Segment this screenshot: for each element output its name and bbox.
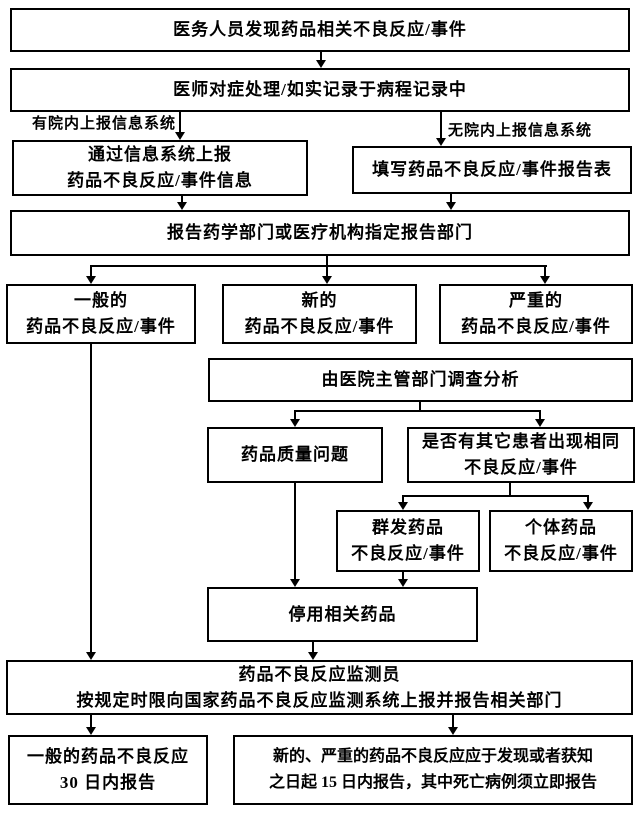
node-general-30day-report-text1: 一般的药品不良反应 <box>27 747 189 766</box>
node-other-patients-same-adr: 是否有其它患者出现相同 不良反应/事件 <box>407 427 635 483</box>
connector-quality-stopdrug <box>294 483 296 580</box>
node-drug-quality-issue: 药品质量问题 <box>207 427 383 483</box>
node-adr-monitor-report-text2: 按规定时限向国家药品不良反应监测系统上报并报告相关部门 <box>76 690 563 710</box>
arrowhead-split-otherpatients <box>535 419 545 427</box>
connector-otherpatients-split-bar <box>403 495 589 497</box>
connector-cluster-stopdrug <box>402 572 404 580</box>
arrowhead-monitor-serious-deadline <box>448 727 458 735</box>
node-other-patients-same-adr-text2: 不良反应/事件 <box>464 458 578 477</box>
arrowhead-fillform-dept <box>446 202 456 210</box>
connector-treat-infosystem <box>179 112 181 133</box>
node-new-serious-15day-report-text1: 新的、严重的药品不良反应应于发现或者获知 <box>272 748 593 765</box>
node-new-serious-15day-report-text2: 之日起 15 日内报告，其中死亡病例须立即报告 <box>268 774 597 791</box>
connector-split-otherpatients <box>539 410 541 420</box>
label-no-internal-system: 无院内上报信息系统 <box>448 123 593 139</box>
node-serious-adr-text2: 药品不良反应/事件 <box>461 317 611 336</box>
node-general-adr-text1: 一般的 <box>74 291 128 310</box>
node-general-adr: 一般的 药品不良反应/事件 <box>6 284 196 344</box>
node-individual-adr-text2: 不良反应/事件 <box>504 544 618 563</box>
arrowhead-monitor-general-deadline <box>86 727 96 735</box>
connector-monitor-serious-deadline <box>452 715 454 728</box>
arrowhead-split-new <box>322 276 332 284</box>
arrowhead-stopdrug-monitor <box>308 652 318 660</box>
node-new-adr-text2: 药品不良反应/事件 <box>244 317 395 336</box>
connector-dept-split-bar <box>91 265 547 267</box>
node-cluster-adr: 群发药品 不良反应/事件 <box>336 510 480 572</box>
node-general-30day-report: 一般的药品不良反应 30 日内报告 <box>8 735 208 805</box>
node-new-serious-15day-report: 新的、严重的药品不良反应应于发现或者获知 之日起 15 日内报告，其中死亡病例须… <box>233 735 633 805</box>
node-discover-adr: 医务人员发现药品相关不良反应/事件 <box>10 8 630 52</box>
connector-split-new <box>326 265 328 277</box>
label-has-internal-system: 有院内上报信息系统 <box>32 116 177 132</box>
connector-dept-split-stub <box>326 256 328 265</box>
node-other-patients-same-adr-text1: 是否有其它患者出现相同 <box>422 432 620 451</box>
node-new-adr: 新的 药品不良反应/事件 <box>222 284 417 344</box>
node-stop-related-drug-text: 停用相关药品 <box>288 604 397 624</box>
arrowhead-treat-infosystem <box>175 132 185 140</box>
connector-split-quality <box>294 410 296 420</box>
node-new-adr-text1: 新的 <box>301 291 338 310</box>
node-report-pharmacy-dept: 报告药学部门或医疗机构指定报告部门 <box>10 210 630 256</box>
connector-treat-fillform <box>440 112 442 139</box>
node-hospital-investigation-text: 由医院主管部门调查分析 <box>321 370 520 389</box>
node-discover-adr-text: 医务人员发现药品相关不良反应/事件 <box>173 20 467 39</box>
node-report-via-info-system-text2: 药品不良反应/事件信息 <box>67 171 253 190</box>
node-report-via-info-system-text1: 通过信息系统上报 <box>88 145 232 164</box>
node-symptomatic-treatment: 医师对症处理/如实记录于病程记录中 <box>10 68 630 112</box>
connector-general-monitor <box>90 344 92 653</box>
arrowhead-quality-stopdrug <box>290 579 300 587</box>
connector-split-individual <box>587 495 589 503</box>
arrowhead-split-general <box>86 276 96 284</box>
connector-monitor-general-deadline <box>90 715 92 728</box>
arrowhead-cluster-stopdrug <box>398 579 408 587</box>
connector-discover-treat <box>320 52 322 61</box>
connector-stopdrug-monitor <box>312 642 314 653</box>
node-general-30day-report-text2: 30 日内报告 <box>59 773 157 792</box>
arrowhead-general-monitor <box>86 652 96 660</box>
node-report-pharmacy-dept-text: 报告药学部门或医疗机构指定报告部门 <box>167 223 473 242</box>
connector-split-cluster <box>402 495 404 503</box>
connector-infosystem-dept <box>181 196 183 203</box>
node-adr-monitor-report: 药品不良反应监测员 按规定时限向国家药品不良反应监测系统上报并报告相关部门 <box>6 660 633 715</box>
node-report-via-info-system: 通过信息系统上报 药品不良反应/事件信息 <box>12 140 308 196</box>
node-general-adr-text2: 药品不良反应/事件 <box>26 317 176 336</box>
connector-split-serious <box>544 265 546 277</box>
arrowhead-infosystem-dept <box>177 202 187 210</box>
node-stop-related-drug: 停用相关药品 <box>207 587 478 642</box>
node-drug-quality-issue-text: 药品质量问题 <box>241 445 349 464</box>
connector-investigation-split-bar <box>295 410 541 412</box>
arrowhead-split-serious <box>540 276 550 284</box>
arrowhead-treat-fillform <box>436 138 446 146</box>
arrowhead-split-quality <box>290 419 300 427</box>
arrowhead-discover-treat <box>316 60 326 68</box>
connector-otherpatients-split-stub <box>509 483 511 496</box>
connector-investigation-split-stub <box>419 402 421 412</box>
node-individual-adr-text1: 个体药品 <box>525 518 597 537</box>
node-adr-monitor-report-text1: 药品不良反应监测员 <box>238 664 401 684</box>
arrowhead-split-individual <box>583 502 593 510</box>
node-individual-adr: 个体药品 不良反应/事件 <box>489 510 633 572</box>
node-cluster-adr-text2: 不良反应/事件 <box>351 544 465 563</box>
arrowhead-split-cluster <box>398 502 408 510</box>
node-cluster-adr-text1: 群发药品 <box>372 518 444 537</box>
connector-fillform-dept <box>450 194 452 203</box>
node-symptomatic-treatment-text: 医师对症处理/如实记录于病程记录中 <box>173 80 467 99</box>
node-serious-adr-text1: 严重的 <box>509 291 563 310</box>
node-fill-report-form: 填写药品不良反应/事件报告表 <box>352 146 632 194</box>
node-fill-report-form-text: 填写药品不良反应/事件报告表 <box>372 160 612 179</box>
node-serious-adr: 严重的 药品不良反应/事件 <box>439 284 633 344</box>
connector-split-general <box>90 265 92 277</box>
node-hospital-investigation: 由医院主管部门调查分析 <box>208 358 633 402</box>
